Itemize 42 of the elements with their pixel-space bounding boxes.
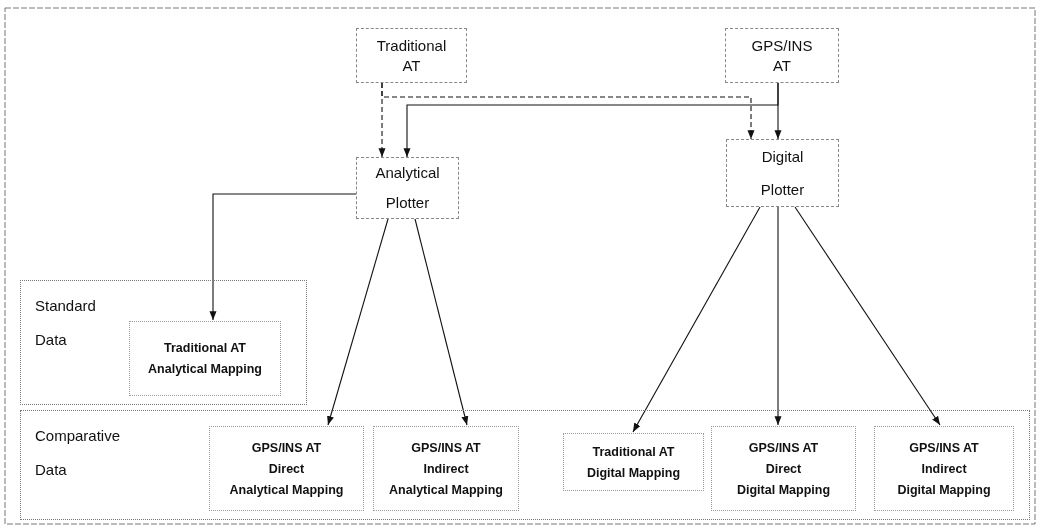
- arrow: [327, 218, 389, 426]
- node-label: GPS/INS AT: [750, 36, 814, 75]
- group-panel: [20, 280, 307, 405]
- process-box: [356, 157, 459, 219]
- mapping-label: GPS/INS AT: [909, 440, 979, 455]
- arrow: [403, 82, 779, 158]
- arrow: [794, 206, 941, 426]
- result-box: [129, 321, 281, 396]
- mapping-label: GPS/INS AT: [411, 440, 481, 455]
- result-box: [373, 426, 519, 511]
- arrow: [381, 82, 755, 140]
- mapping-label: Indirect: [921, 461, 967, 476]
- group-label: Standard Data: [35, 296, 97, 350]
- mapping-label: Digital Mapping: [586, 465, 681, 480]
- mapping-label: GPS/INS AT: [251, 440, 322, 455]
- mapping-label: GPS/INS AT: [748, 440, 819, 455]
- node-label: Traditional AT: [375, 36, 448, 75]
- mapping-label: Analytical Mapping: [148, 362, 262, 376]
- mapping-label: Digital Mapping: [736, 482, 831, 497]
- result-box: [563, 433, 704, 491]
- process-box: [725, 28, 839, 83]
- mapping-label: Digital Mapping: [897, 482, 991, 497]
- mapping-label: Direct: [765, 461, 802, 476]
- arrow: [209, 193, 357, 321]
- node-label: Digital Plotter: [759, 147, 806, 200]
- process-box: [726, 139, 839, 207]
- mapping-label: Indirect: [423, 461, 469, 476]
- arrow: [774, 206, 782, 426]
- group-label: Comparative Data: [35, 426, 122, 480]
- result-box: [711, 426, 856, 511]
- group-panel: [20, 410, 1030, 520]
- node-label: Analytical Plotter: [374, 163, 441, 213]
- mapping-label: Traditional AT: [164, 341, 246, 355]
- process-box: [356, 28, 467, 83]
- arrow: [414, 218, 469, 426]
- result-box: [874, 426, 1014, 511]
- mapping-label: Analytical Mapping: [229, 482, 344, 497]
- mapping-label: Direct: [268, 461, 305, 476]
- mapping-label: Traditional AT: [592, 444, 675, 459]
- mapping-label: Analytical Mapping: [389, 482, 503, 497]
- arrow: [632, 206, 761, 433]
- result-box: [209, 426, 364, 511]
